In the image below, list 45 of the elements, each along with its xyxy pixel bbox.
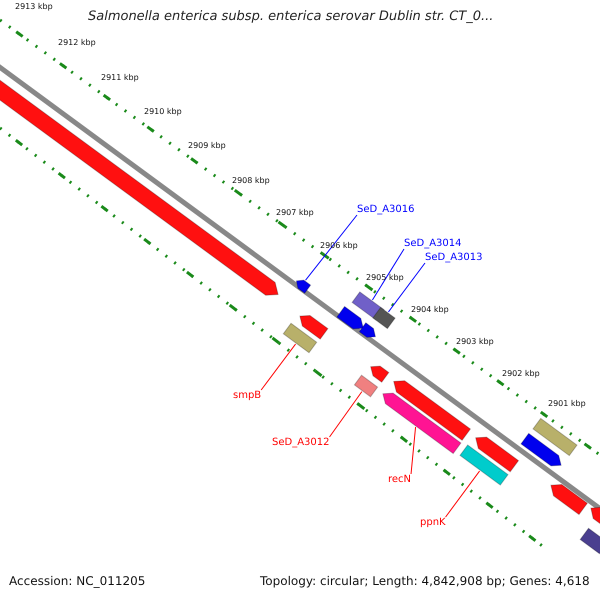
tick-label: 2908 kbp (232, 177, 270, 186)
gene-feature (475, 436, 520, 472)
gene-label: smpB (233, 390, 262, 401)
tick-label: 2910 kbp (144, 108, 182, 117)
gene-label: SeD_A3012 (272, 437, 330, 448)
tick-label: 2913 kbp (15, 3, 53, 12)
leader-line (388, 262, 426, 312)
tick-label: 2912 kbp (58, 39, 96, 48)
leader-line (305, 214, 358, 281)
gene-feature (393, 380, 472, 441)
gene-label: SeD_A3014 (404, 238, 462, 249)
tick-label: 2905 kbp (366, 274, 404, 283)
tick-label: 2901 kbp (548, 400, 586, 409)
accession-text: Accession: NC_011205 (9, 575, 146, 588)
gene-feature (296, 280, 312, 294)
tick-label: 2909 kbp (188, 142, 226, 151)
leader-line (445, 470, 480, 518)
gene-feature (372, 306, 396, 330)
leader-line (329, 391, 362, 438)
tick-label: 2911 kbp (101, 74, 139, 83)
leader-line (410, 426, 416, 474)
gene-feature (299, 315, 329, 340)
map-title: Salmonella enterica subsp. enterica serovar Dublin str. CT_0... (88, 10, 494, 24)
gene-feature (459, 444, 509, 486)
tick-label: 2903 kbp (456, 338, 494, 347)
gene-feature (354, 374, 378, 398)
gene-label: recN (388, 474, 412, 485)
gene-feature (336, 306, 364, 330)
gene-label: SeD_A3013 (425, 252, 482, 263)
gene-feature (580, 528, 600, 554)
gene-feature (520, 432, 562, 466)
gene-feature (282, 322, 318, 354)
gene-label: ppnK (420, 517, 446, 528)
tick-label: 2902 kbp (502, 370, 540, 379)
leader-line (260, 344, 296, 390)
gene-feature (590, 506, 600, 526)
tick-label: 2907 kbp (276, 209, 314, 218)
gene-feature (382, 392, 462, 454)
gene-feature (532, 418, 578, 456)
tick-label: 2904 kbp (411, 306, 449, 315)
gene-feature (370, 366, 390, 383)
leader-line (372, 248, 404, 300)
gene-label: SeD_A3016 (357, 204, 414, 215)
gene-feature (550, 484, 588, 516)
topology-text: Topology: circular; Length: 4,842,908 bp; Genes: 4,618 (260, 575, 590, 588)
